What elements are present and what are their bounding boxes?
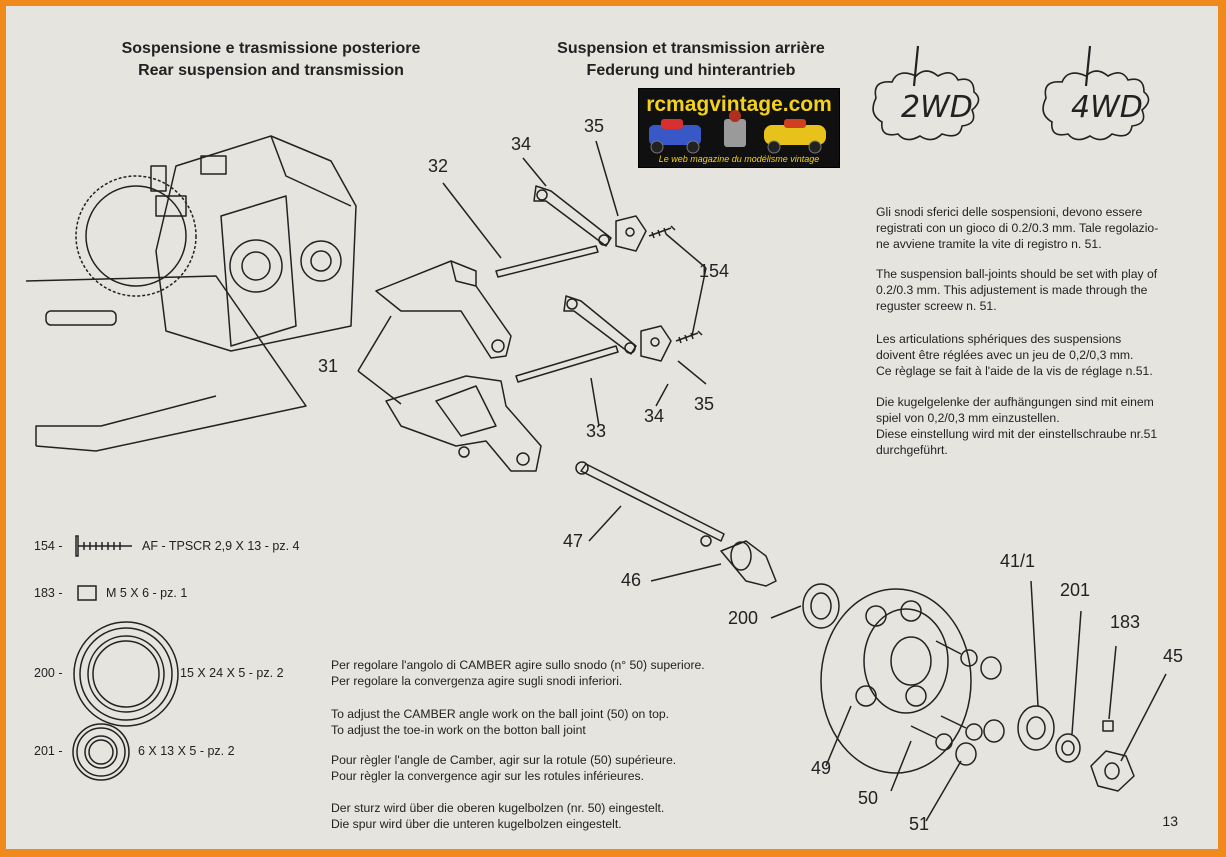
block-lower [640, 325, 672, 362]
lower-arm [385, 375, 542, 472]
plate-lower [563, 295, 637, 355]
note-german: Die kugelgelenke der aufhängungen sind m… [876, 395, 1158, 457]
upper-arm [375, 260, 512, 359]
legend-grub-screw-icon [77, 585, 97, 601]
legend-num-200: 200 - [34, 666, 63, 680]
header-title-german: Federung und hinterantrieb [586, 62, 796, 79]
manual-page: Sospensione e trasmissione posteriore Re… [6, 6, 1218, 849]
camber-note-english: To adjust the CAMBER angle work on the b… [331, 707, 670, 737]
legend-num-183: 183 - [34, 586, 63, 600]
callout-34-upper: 34 [511, 134, 532, 154]
camber-note-french: Pour règler l'angle de Camber, agir sur … [331, 753, 677, 783]
callout-32: 32 [428, 156, 449, 176]
logo-title: rcmagvintage.com [646, 93, 832, 116]
drivetrain-badges [872, 45, 1150, 141]
callout-41-1: 41/1 [1000, 551, 1036, 571]
drive-cup-46 [720, 540, 777, 587]
callout-183: 183 [1110, 612, 1141, 632]
header-title-english: Rear suspension and transmission [138, 62, 404, 79]
hex-adapter-41 [1017, 705, 1055, 751]
badge-2wd-label: 2WD [901, 90, 973, 125]
pin-32 [495, 245, 599, 278]
callout-35-lower: 35 [694, 394, 715, 414]
logo-vehicles-image [649, 110, 826, 154]
legend-screw-icon [75, 535, 132, 557]
legend-bearing-201-icon [72, 723, 130, 781]
legend-num-154: 154 - [34, 539, 63, 553]
header-left: Sospensione e trasmissione posteriore Re… [106, 38, 436, 82]
callout-200: 200 [728, 608, 759, 628]
grub-screw-183 [1102, 720, 1114, 732]
callout-47: 47 [563, 531, 584, 551]
header-title-italian: Sospensione e trasmissione posteriore [121, 40, 421, 57]
callout-45: 45 [1163, 646, 1184, 666]
callout-154: 154 [699, 261, 730, 281]
page-number: 13 [1162, 813, 1178, 829]
block-upper [615, 215, 647, 252]
legend-desc-154: AF - TPSCR 2,9 X 13 - pz. 4 [142, 539, 300, 553]
legend-desc-200: 15 X 24 X 5 - pz. 2 [180, 666, 284, 680]
spur-gear [75, 175, 197, 297]
callout-33: 33 [586, 421, 607, 441]
header-right: Suspension et transmission arrière Feder… [526, 38, 856, 82]
bearing-201 [1055, 733, 1081, 763]
camber-note-german: Der sturz wird über die oberen kugelbolz… [331, 801, 665, 831]
rcmagvintage-logo: rcmagvintage.com Le web magazine du modé… [638, 88, 840, 168]
legend-desc-183: M 5 X 6 - pz. 1 [106, 586, 188, 600]
badge-4wd-label: 4WD [1071, 90, 1143, 125]
callout-34-lower: 34 [644, 406, 665, 426]
callout-31: 31 [318, 356, 339, 376]
camber-note-italian: Per regolare l'angolo di CAMBER agire su… [331, 658, 705, 688]
note-english: The suspension ball-joints should be set… [876, 267, 1158, 313]
header-title-french: Suspension et transmission arrière [557, 40, 825, 57]
callout-49: 49 [811, 758, 832, 778]
pin-33 [515, 345, 619, 383]
legend-desc-201: 6 X 13 X 5 - pz. 2 [138, 744, 235, 758]
legend-num-201: 201 - [34, 744, 63, 758]
note-french: Les articulations sphériques des suspens… [876, 332, 1153, 378]
note-italian: Gli snodi sferici delle sospensioni, dev… [876, 205, 1159, 251]
wheel-nut-45 [1090, 750, 1135, 792]
callout-35-upper: 35 [584, 116, 605, 136]
exploded-assembly-drawing [25, 135, 1167, 822]
plate-upper [533, 185, 612, 247]
callout-201: 201 [1060, 580, 1091, 600]
hub-carrier-49 [820, 588, 972, 774]
callout-50: 50 [858, 788, 879, 808]
chassis-plate [25, 275, 307, 452]
logo-subtitle: Le web magazine du modélisme vintage [658, 154, 820, 164]
callout-46: 46 [621, 570, 642, 590]
legend-bearing-200-icon [73, 621, 179, 727]
callout-51: 51 [909, 814, 930, 834]
driveshaft-47 [580, 463, 725, 542]
bearing-200 [802, 583, 840, 629]
